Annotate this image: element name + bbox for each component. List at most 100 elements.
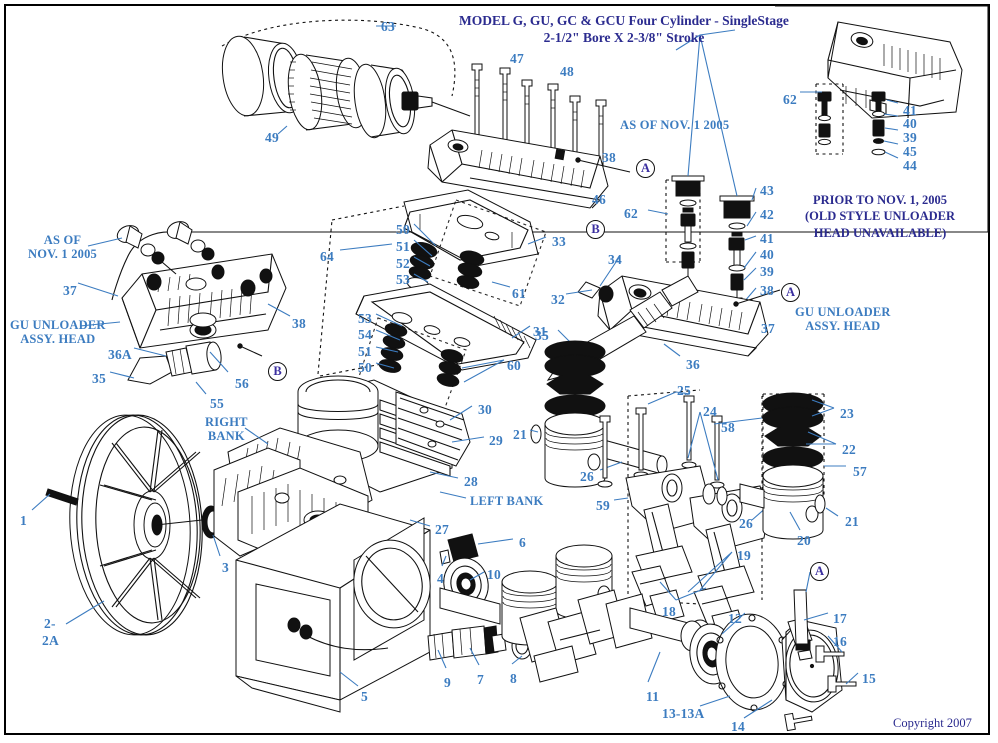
callout-n40: 40 bbox=[760, 247, 774, 262]
callout-n36a: 36A bbox=[108, 347, 132, 362]
annotation-left-bank: LEFT BANK bbox=[470, 494, 543, 508]
callout-n31: 31 bbox=[533, 324, 547, 339]
callout-n34: 34 bbox=[608, 252, 622, 267]
callout-inset-62: 62 bbox=[783, 92, 797, 107]
annotation-line: NOV. 1 2005 bbox=[28, 247, 97, 261]
inset-caption-line-2: (OLD STYLE UNLOADER bbox=[804, 209, 956, 224]
callout-n6: 6 bbox=[519, 535, 526, 550]
callout-n29: 29 bbox=[489, 433, 503, 448]
callout-n17: 17 bbox=[833, 611, 847, 626]
callout-n1: 1 bbox=[20, 513, 27, 528]
circled-ref-circ-b-2: B bbox=[268, 362, 287, 381]
callout-inset-44: 44 bbox=[903, 158, 917, 173]
annotation-line: AS OF NOV. 1 2005 bbox=[620, 118, 730, 132]
callout-n53a: 53 bbox=[396, 272, 410, 287]
callout-n20: 20 bbox=[797, 533, 811, 548]
callout-n26b: 26 bbox=[739, 516, 753, 531]
callout-n9: 9 bbox=[444, 675, 451, 690]
title-line-1: MODEL G, GU, GC & GCU Four Cylinder - Si… bbox=[459, 13, 789, 28]
callout-n52: 52 bbox=[396, 256, 410, 271]
circled-ref-circ-a-3: A bbox=[810, 562, 829, 581]
callout-n26a: 26 bbox=[580, 469, 594, 484]
callout-n32: 32 bbox=[551, 292, 565, 307]
callout-n62: 62 bbox=[624, 206, 638, 221]
callout-n24: 24 bbox=[703, 404, 717, 419]
callout-n41: 41 bbox=[760, 231, 774, 246]
annotation-line: LEFT BANK bbox=[470, 494, 544, 508]
callout-n30: 30 bbox=[478, 402, 492, 417]
callout-n13-13a: 13-13A bbox=[662, 706, 705, 721]
callout-n8: 8 bbox=[510, 671, 517, 686]
callout-n21a: 21 bbox=[513, 427, 527, 442]
callout-n35c: 35 bbox=[535, 328, 549, 343]
callout-n36c: 36 bbox=[686, 357, 700, 372]
inset-caption-line-3: HEAD UNAVAILABLE) bbox=[813, 225, 947, 240]
callout-n10: 10 bbox=[487, 567, 501, 582]
callout-inset-41: 41 bbox=[903, 103, 917, 118]
callout-n7: 7 bbox=[477, 672, 484, 687]
callout-n14: 14 bbox=[731, 719, 745, 734]
callout-n33: 33 bbox=[552, 234, 566, 249]
callout-n60: 60 bbox=[507, 358, 521, 373]
callout-n46: 46 bbox=[592, 192, 606, 207]
callout-n4: 4 bbox=[437, 571, 444, 586]
callout-n5: 5 bbox=[361, 689, 368, 704]
callout-n16: 16 bbox=[833, 634, 847, 649]
callout-n53b: 53 bbox=[358, 311, 372, 326]
circled-ref-circ-a-1: A bbox=[636, 159, 655, 178]
callout-n2-2a-2: 2A bbox=[42, 633, 59, 648]
callout-n55: 55 bbox=[210, 396, 224, 411]
annotation-line: ASSY. HEAD bbox=[20, 332, 96, 346]
circled-ref-circ-b-1: B bbox=[586, 220, 605, 239]
callout-n51a: 51 bbox=[396, 239, 410, 254]
callout-n38l: 38 bbox=[292, 316, 306, 331]
callout-n58: 58 bbox=[721, 420, 735, 435]
circled-ref-circ-a-2: A bbox=[781, 283, 800, 302]
callout-n12: 12 bbox=[728, 611, 742, 626]
annotation-line: GU UNLOADER bbox=[795, 305, 891, 319]
callout-n37l: 37 bbox=[63, 283, 77, 298]
callout-n25: 25 bbox=[677, 383, 691, 398]
callout-n57: 57 bbox=[853, 464, 867, 479]
callout-n19: 19 bbox=[737, 548, 751, 563]
annotation-line: BANK bbox=[207, 429, 245, 443]
callout-n18: 18 bbox=[662, 604, 676, 619]
callout-n28: 28 bbox=[464, 474, 478, 489]
callout-n38b: 38 bbox=[760, 283, 774, 298]
callout-n50b: 50 bbox=[358, 360, 372, 375]
callout-n43: 43 bbox=[760, 183, 774, 198]
callout-n61: 61 bbox=[512, 286, 526, 301]
callout-inset-39: 39 bbox=[903, 130, 917, 145]
annotation-line: AS OF bbox=[43, 233, 82, 247]
title-line-2: 2-1/2" Bore X 2-3/8" Stroke bbox=[543, 30, 705, 46]
callout-n50a: 50 bbox=[396, 222, 410, 237]
callout-n2-2a-1: 2- bbox=[44, 616, 56, 631]
callout-n49: 49 bbox=[265, 130, 279, 145]
callout-n47: 47 bbox=[510, 51, 524, 66]
callout-n35l: 35 bbox=[92, 371, 106, 386]
callout-n21b: 21 bbox=[845, 514, 859, 529]
callout-n38a: 38 bbox=[602, 150, 616, 165]
inset-caption-line-1: PRIOR TO NOV. 1, 2005 bbox=[812, 193, 948, 207]
callout-n15: 15 bbox=[862, 671, 876, 686]
callout-n42: 42 bbox=[760, 207, 774, 222]
callout-n22: 22 bbox=[842, 442, 856, 457]
callout-n59: 59 bbox=[596, 498, 610, 513]
callout-n48: 48 bbox=[560, 64, 574, 79]
page-title: MODEL G, GU, GC & GCU Four Cylinder - Si… bbox=[459, 12, 789, 47]
callout-n3: 3 bbox=[222, 560, 229, 575]
copyright-notice: Copyright 2007 bbox=[893, 716, 972, 730]
callout-n11: 11 bbox=[646, 689, 660, 704]
callout-n27: 27 bbox=[435, 522, 449, 537]
callout-inset-40: 40 bbox=[903, 116, 917, 131]
annotation-line: ASSY. HEAD bbox=[805, 319, 881, 333]
annotation-line: GU UNLOADER bbox=[10, 318, 106, 332]
callout-n54: 54 bbox=[358, 327, 372, 342]
callout-inset-45: 45 bbox=[903, 144, 917, 159]
diagram-border bbox=[4, 4, 990, 735]
